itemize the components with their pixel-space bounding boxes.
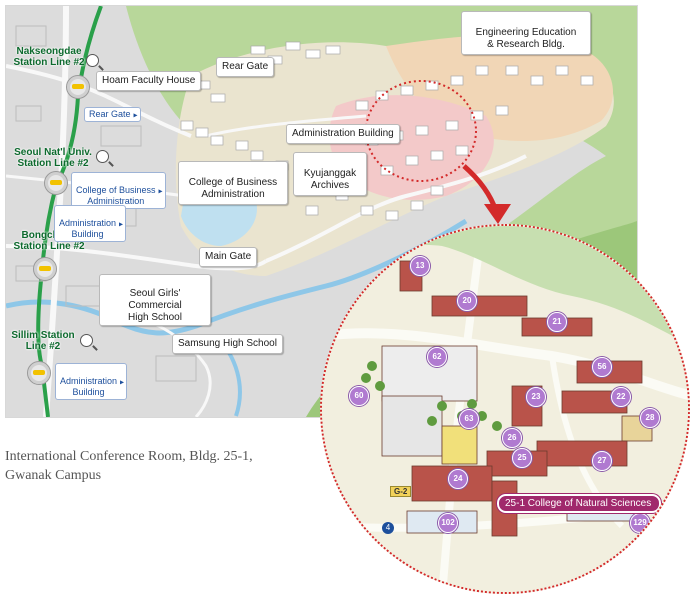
engineering-bldg-label: Engineering Education & Research Bldg.	[461, 11, 591, 55]
map-caption: International Conference Room, Bldg. 25-…	[5, 449, 253, 483]
samsung-school-label: Samsung High School	[172, 334, 283, 354]
main-gate-label: Main Gate	[199, 247, 258, 267]
college-business-link[interactable]: College of Business Administration	[71, 172, 166, 209]
rear-gate-link[interactable]: Rear Gate	[84, 107, 141, 122]
station-bongcheon-label: Bongcheon Station Line #2	[13, 230, 85, 252]
zoom-icon[interactable]	[86, 54, 99, 67]
building-badge[interactable]: 21	[547, 312, 567, 332]
college-business-label: College of Business Administration	[178, 161, 288, 205]
building-badge[interactable]: 102	[438, 513, 458, 533]
admin-building-label: Administration Building	[286, 124, 400, 144]
station-seoulnat-label: Seoul Nat'l Univ. Station Line #2	[14, 147, 92, 169]
zoom-icon[interactable]	[96, 150, 109, 163]
subway-station-icon[interactable]	[66, 75, 90, 99]
rear-gate-label: Rear Gate	[216, 57, 275, 77]
building-badge[interactable]: 60	[349, 386, 369, 406]
building-badge[interactable]: 23	[526, 387, 546, 407]
building-badge[interactable]: 63	[459, 409, 479, 429]
building-badge[interactable]: 62	[427, 347, 447, 367]
building-badge[interactable]: 28	[640, 408, 660, 428]
building-badge[interactable]: 129	[630, 513, 650, 533]
college-natural-sciences-label[interactable]: 25-1 College of Natural Sciences	[497, 494, 662, 513]
gate-tag: G-2	[390, 486, 412, 497]
zoomed-campus-detail: 13 20 21 62 56 60 23 22 28 63 26 25 27 2…	[320, 224, 690, 594]
building-badge[interactable]: 56	[592, 357, 612, 377]
building-badge[interactable]: 13	[410, 256, 430, 276]
bus-stop-marker-icon: 4	[382, 522, 394, 534]
station-nakseongdae-label: Nakseongdae Station Line #2	[13, 46, 85, 68]
subway-station-icon[interactable]	[33, 257, 57, 281]
hoam-faculty-house-label: Hoam Faculty House	[96, 71, 202, 91]
admin-building-link[interactable]: Administration Building	[55, 363, 128, 400]
station-sillim-label: Sillim Station Line #2	[11, 330, 75, 352]
zoom-icon[interactable]	[80, 334, 93, 347]
building-badge[interactable]: 25	[512, 448, 532, 468]
building-badge[interactable]: 20	[457, 291, 477, 311]
building-badge[interactable]: 26	[502, 428, 522, 448]
kyujanggak-label: Kyujanggak Archives	[293, 152, 367, 196]
campus-overview-map: Nakseongdae Station Line #2 Seoul Nat'l …	[5, 5, 638, 418]
subway-station-icon[interactable]	[44, 171, 68, 195]
admin-building-link[interactable]: Administration Building	[54, 205, 127, 242]
zoom-terrain	[322, 226, 688, 592]
building-badge[interactable]: 22	[611, 387, 631, 407]
girls-school-label: Seoul Girls' Commercial High School	[99, 274, 211, 326]
subway-station-icon[interactable]	[27, 361, 51, 385]
building-badge[interactable]: 24	[448, 469, 468, 489]
building-badge[interactable]: 27	[592, 451, 612, 471]
